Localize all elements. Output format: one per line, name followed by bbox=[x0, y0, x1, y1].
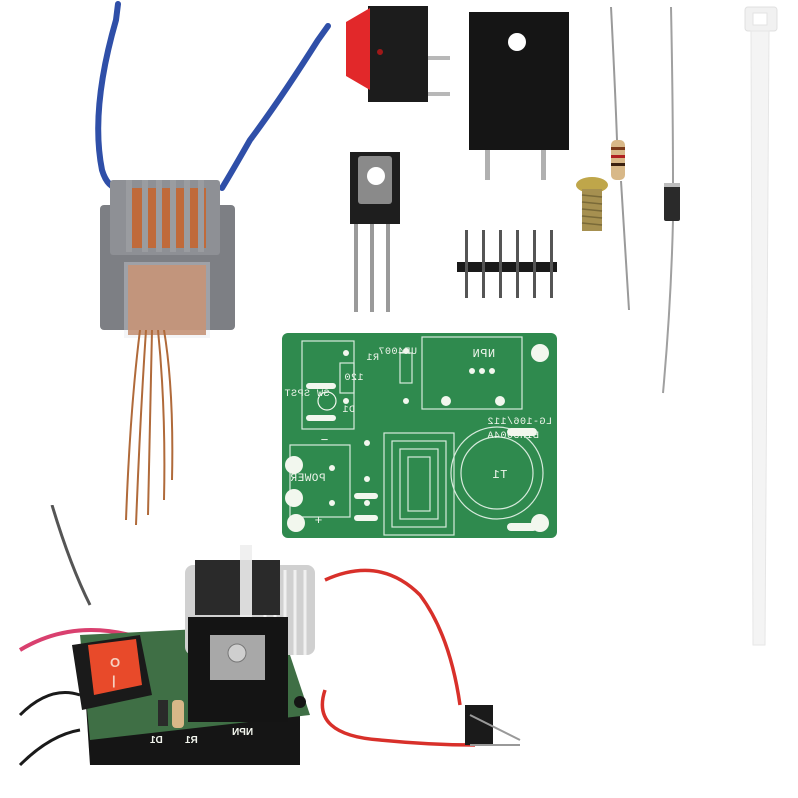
heatsink bbox=[465, 10, 575, 180]
pcb-label-switch: SW SPST bbox=[284, 389, 330, 400]
screw bbox=[575, 175, 610, 235]
assembled-label-npn: NPN bbox=[232, 727, 254, 738]
pcb-label-code: BIH5004A bbox=[487, 431, 540, 442]
diode bbox=[655, 5, 685, 395]
pcb-label-model: LG-106/112 bbox=[487, 417, 553, 428]
cable-tie bbox=[725, 5, 785, 655]
pcb-label-diode-part: UF4007 bbox=[378, 347, 418, 358]
rocker-switch bbox=[340, 0, 450, 110]
npn-transistor bbox=[348, 150, 404, 315]
pin-header bbox=[455, 228, 560, 300]
transformer-leads bbox=[120, 330, 180, 530]
switch-off-mark: O bbox=[110, 655, 121, 670]
pcb-label-npn: NPN bbox=[472, 347, 496, 361]
assembled-label-d1: D1 bbox=[150, 735, 163, 746]
pcb-label-resistor-value: 120 bbox=[344, 373, 364, 384]
pcb-label-power: POWER bbox=[290, 473, 326, 485]
pcb-label-d1: D1 bbox=[342, 405, 356, 416]
switch-on-mark: | bbox=[112, 673, 116, 688]
assembled-label-r1: R1 bbox=[185, 735, 198, 746]
pcb-label-t1: T1 bbox=[492, 468, 508, 482]
transformer bbox=[80, 0, 340, 340]
resistor bbox=[605, 5, 635, 315]
pcb-label-minus: − bbox=[320, 433, 329, 448]
pcb-board: NPN T1 POWER D1 R1 120 UF4007 LG-106/112… bbox=[282, 333, 557, 538]
assembled-generator: O | D1 R1 NPN bbox=[0, 505, 560, 798]
